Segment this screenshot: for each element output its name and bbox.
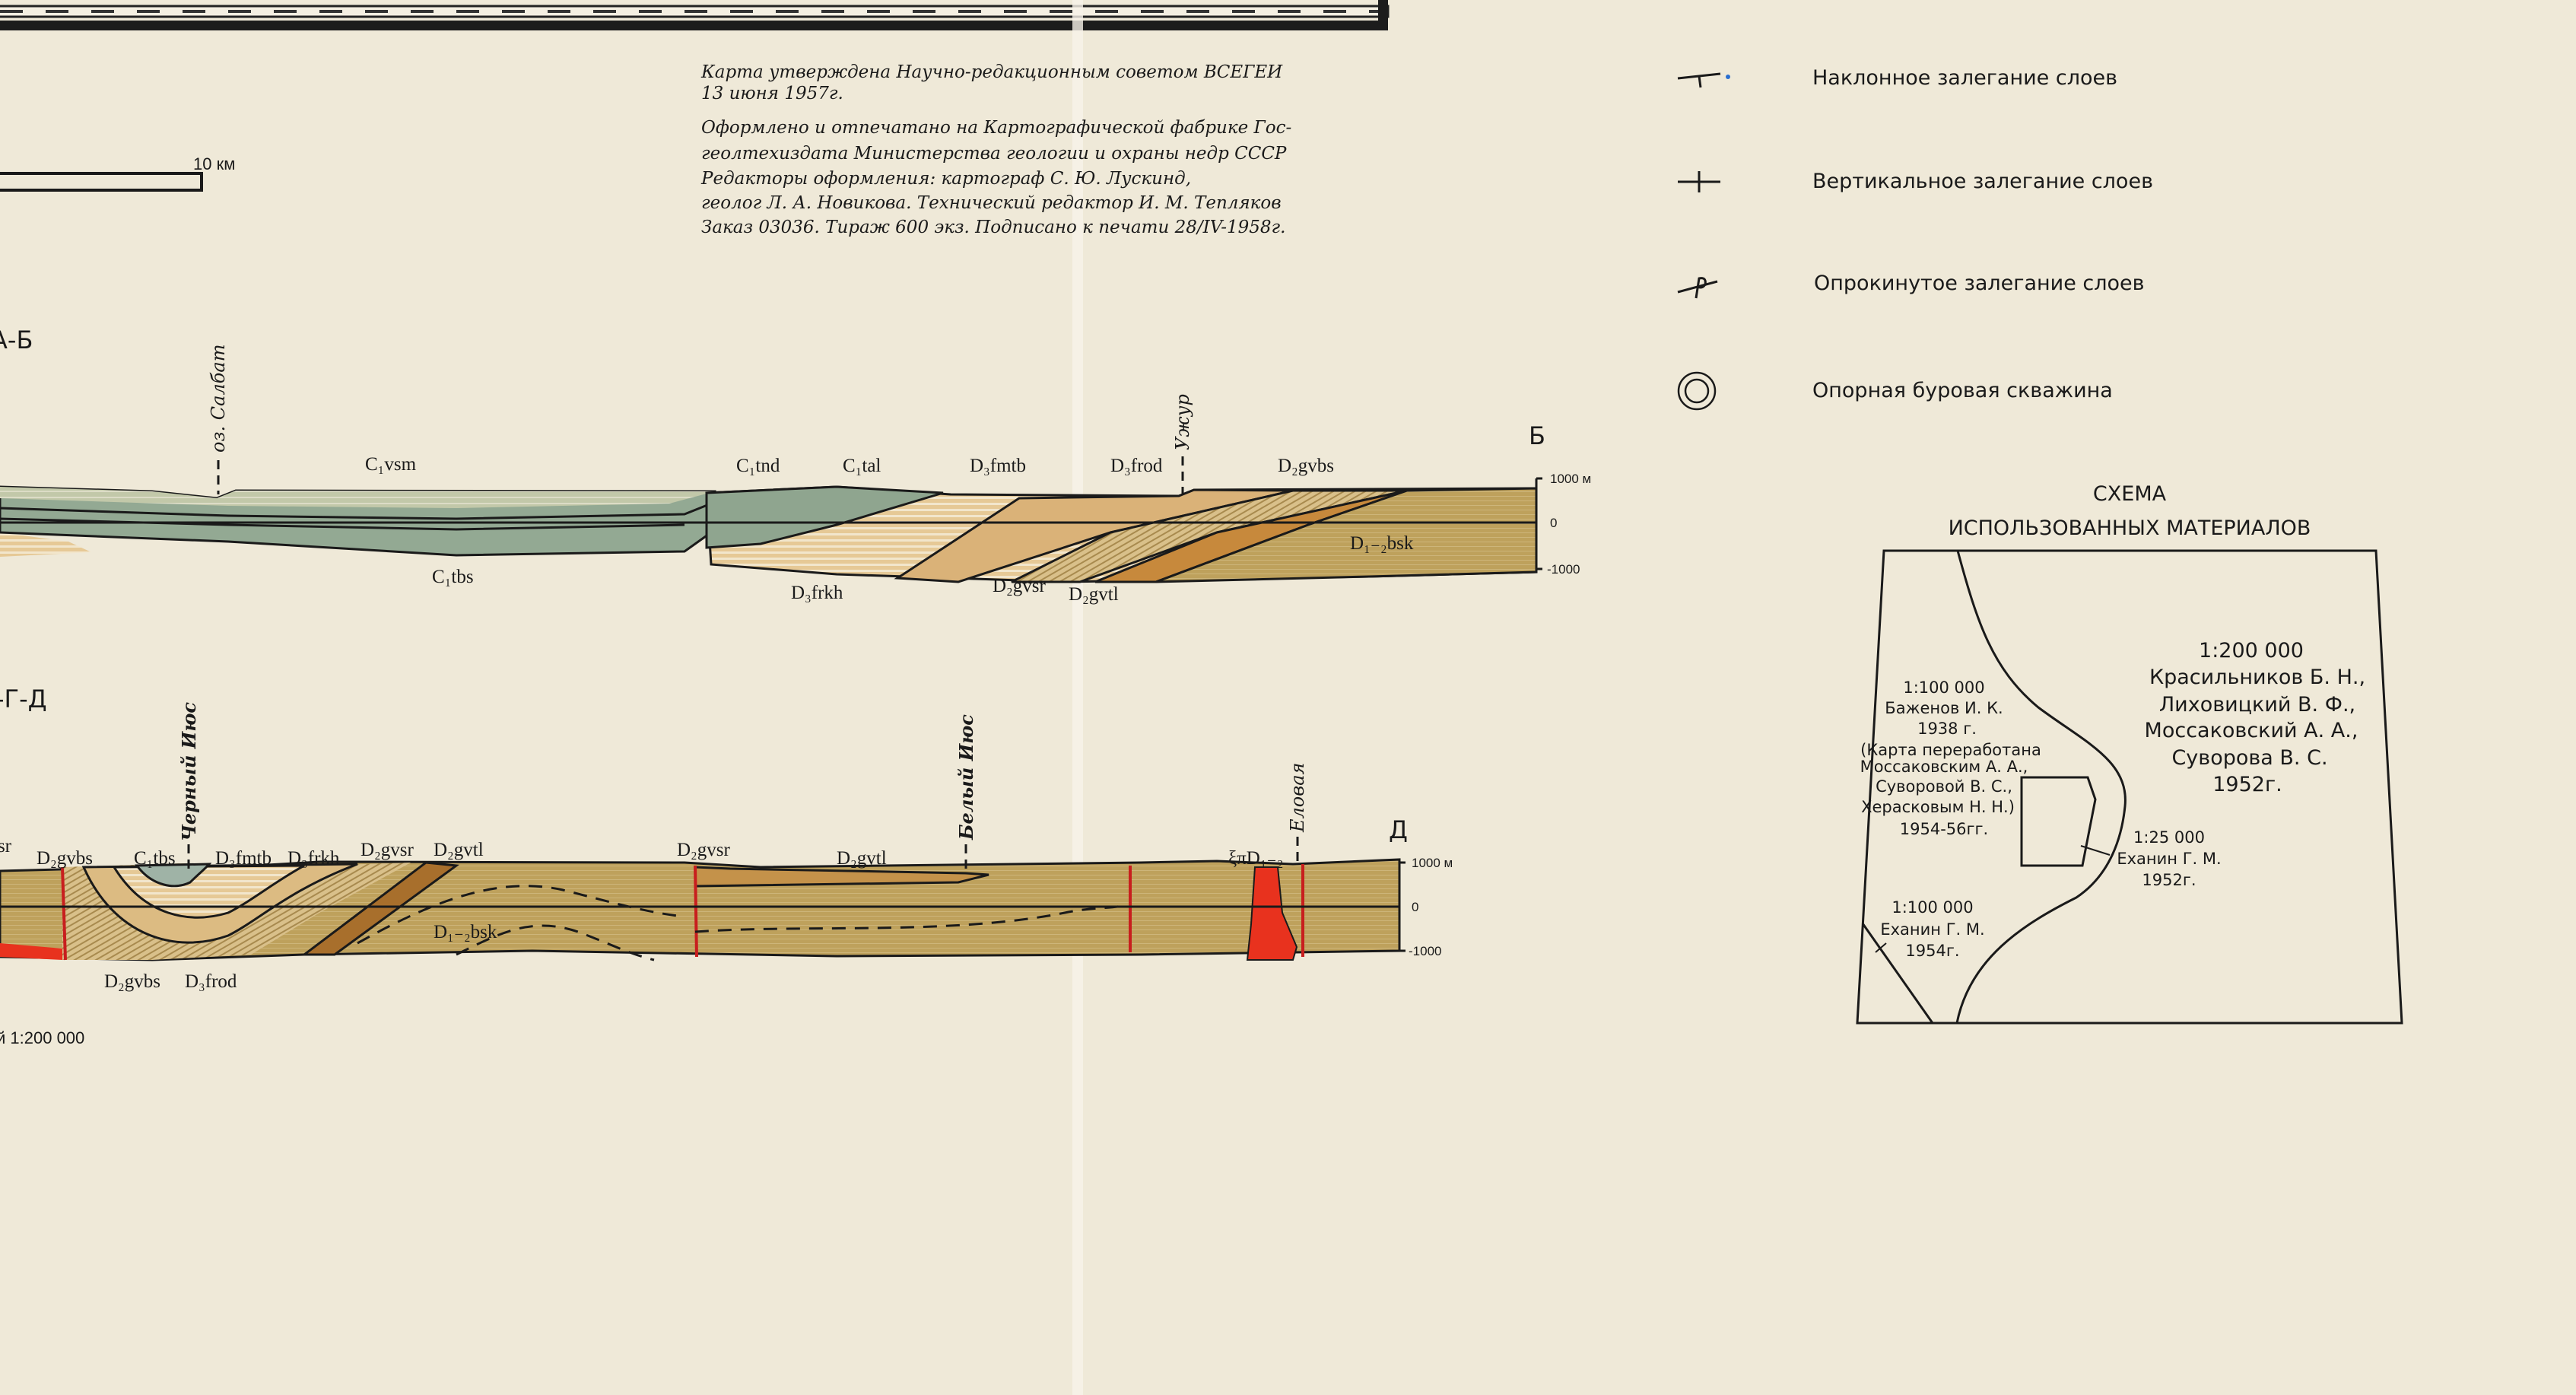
overturned-bedding-icon — [1677, 277, 1718, 299]
cross-section-ab: А-Б Б 1000 м 0 -1000 оз. Салбат Ужур C₁v… — [0, 326, 1591, 605]
imprint-line: геолог Л. А. Новикова. Технический редак… — [701, 193, 1282, 213]
schema-text: Лиховицкий В. Ф., — [2159, 693, 2355, 717]
schema-text: Еханин Г. М. — [2117, 850, 2221, 868]
schema-text: Еханин Г. М. — [1880, 920, 1984, 939]
schema-text: Херасковым Н. Н.) — [1861, 798, 2015, 816]
schema-title: СХЕМА — [2093, 482, 2167, 506]
unit-label: D₃frod — [185, 971, 237, 992]
schema-text: 1:100 000 — [1892, 898, 1973, 917]
legend-label: Опорная буровая скважина — [1812, 379, 2113, 402]
unit-label: D₂gvsr — [361, 840, 414, 860]
imprint-block: Карта утверждена Научно-редакционным сов… — [700, 62, 1291, 237]
unit-label: D₂gvtl — [434, 840, 484, 860]
unit-label: D₂gvbs — [104, 971, 160, 992]
unit-label: D₂gvbs — [1278, 456, 1334, 476]
schema-title: ИСПОЛЬЗОВАННЫХ МАТЕРИАЛОВ — [1949, 516, 2311, 540]
river-label: Еловая — [1287, 763, 1308, 833]
map-frame — [0, 0, 1390, 30]
unit-label: D₂gvtl — [1069, 584, 1119, 605]
imprint-line: Редакторы оформления: картограф С. Ю. Лу… — [700, 169, 1191, 189]
axis-label: 0 — [1550, 516, 1557, 530]
unit-label: D₂gvsr — [0, 836, 12, 856]
axis-label: -1000 — [1409, 944, 1441, 958]
schema-text: 1:25 000 — [2133, 828, 2205, 847]
schema-text: 1952г. — [2142, 871, 2196, 889]
unit-label: C₁vsm — [365, 454, 417, 475]
fold-crease — [1072, 0, 1083, 1395]
imprint-line: Карта утверждена Научно-редакционным сов… — [700, 62, 1283, 82]
borehole-icon — [1677, 371, 1717, 411]
legend: Наклонное залегание слоев Вертикальное з… — [1677, 66, 2153, 411]
schema-text: 1:100 000 — [1903, 678, 1984, 697]
imprint-line: геолтехиздата Министерства геологии и ох… — [701, 144, 1287, 164]
unit-label: D₂gvbs — [37, 848, 93, 869]
materials-schema: СХЕМА ИСПОЛЬЗОВАННЫХ МАТЕРИАЛОВ 1:200 00… — [1856, 482, 2403, 1025]
unit-label: C₁tal — [843, 456, 881, 476]
unit-label: D₃frod — [1110, 456, 1163, 476]
unit-label: D₃frkh — [791, 583, 843, 603]
imprint-line: Оформлено и отпечатано на Картографическ… — [701, 118, 1291, 138]
axis-label: -1000 — [1547, 562, 1580, 577]
legend-label: Опрокинутое залегание слоев — [1814, 272, 2145, 295]
schema-text: 1954-56гг. — [1900, 820, 1988, 838]
unit-label: D₃fmtb — [970, 456, 1026, 476]
axis-label: 1000 м — [1550, 472, 1591, 486]
section-end-label: Б — [1529, 421, 1545, 450]
unit-label: C₁tnd — [736, 456, 780, 476]
schema-text: Красильников Б. Н., — [2149, 666, 2365, 689]
schema-text: Суворова В. С. — [2171, 746, 2327, 770]
vertical-bedding-icon — [1678, 171, 1720, 192]
schema-frame — [1856, 549, 2403, 1025]
river-label: оз. Салбат — [208, 345, 229, 453]
unit-label: D₃fmtb — [215, 848, 272, 869]
section-title: А-Б — [0, 326, 33, 354]
schema-text: (Карта переработана — [1860, 741, 2041, 759]
legend-label: Вертикальное залегание слоев — [1812, 170, 2153, 193]
unit-label: ξπD₁₋₂ — [1228, 848, 1283, 869]
unit-label: D₁₋₂bsk — [434, 922, 497, 942]
schema-text: Моссаковским А. А., — [1860, 758, 2028, 776]
unit-label: D₃frkh — [287, 848, 340, 869]
unit-label: D₁₋₂bsk — [1350, 533, 1414, 554]
axis-label: 1000 м — [1412, 856, 1453, 870]
imprint-line: Заказ 03036. Тираж 600 экз. Подписано к … — [701, 218, 1285, 237]
legend-label: Наклонное залегание слоев — [1812, 66, 2117, 90]
inclined-bedding-icon — [1677, 72, 1730, 88]
schema-text: 1938 г. — [1917, 720, 1977, 738]
section-title: -Г-Д — [0, 685, 47, 713]
unit-label: D₂gvtl — [837, 848, 887, 869]
axis-label: 0 — [1412, 900, 1418, 914]
river-label: Черный Июс — [178, 702, 200, 841]
schema-text: Моссаковский А. А., — [2145, 719, 2358, 742]
unit-label: D₂gvsr — [993, 576, 1046, 596]
cross-section-gd: -Г-Д Д 1000 м 0 -1000 — [0, 685, 1453, 992]
schema-text: 1952г. — [2212, 773, 2282, 796]
schema-text: 1954г. — [1905, 942, 1959, 960]
imprint-line: 13 июня 1957г. — [701, 84, 843, 103]
section-end-label: Д — [1389, 815, 1408, 844]
river-label: Ужур — [1172, 394, 1193, 450]
scale-bar: 10 км — [0, 154, 235, 192]
unit-label: C₁tbs — [432, 567, 474, 587]
unit-label: D₂gvsr — [677, 840, 730, 860]
river-label: Белый Июс — [955, 714, 977, 840]
scale-bar-label: 10 км — [193, 154, 235, 173]
schema-text: Баженов И. К. — [1885, 699, 2003, 717]
schema-text: Суворовой В. С., — [1876, 777, 2012, 796]
schema-text: 1:200 000 — [2199, 639, 2304, 663]
scale-note: й 1:200 000 — [0, 1028, 84, 1047]
unit-label: C₁tbs — [134, 848, 176, 869]
